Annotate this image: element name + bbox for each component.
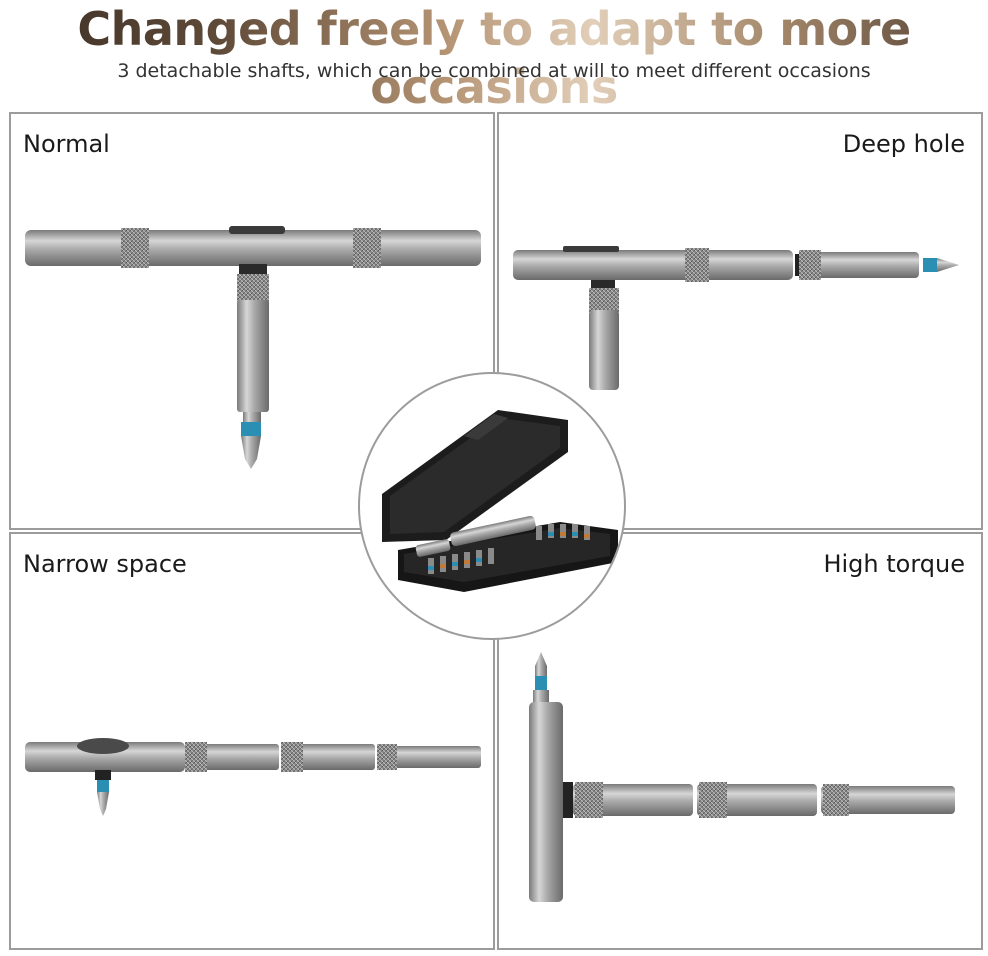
panel-label-narrow-space: Narrow space	[23, 550, 187, 578]
headline: Changed freely to adapt to more occasion…	[0, 0, 988, 116]
ratchet-screwdriver-high-torque-image	[529, 652, 955, 902]
toolkit-case-circle	[358, 372, 626, 640]
subheadline: 3 detachable shafts, which can be combin…	[117, 60, 871, 82]
toolkit-case-image	[382, 410, 618, 592]
ratchet-screwdriver-narrow-space-image	[25, 738, 481, 816]
panel-label-normal: Normal	[23, 130, 110, 158]
ratchet-screwdriver-normal-image	[25, 226, 481, 469]
ratchet-screwdriver-deep-hole-image	[513, 246, 959, 390]
panel-normal: Normal	[9, 112, 495, 530]
panel-narrow-space: Narrow space	[9, 532, 495, 950]
panel-label-high-torque: High torque	[823, 550, 965, 578]
panel-label-deep-hole: Deep hole	[842, 130, 965, 158]
